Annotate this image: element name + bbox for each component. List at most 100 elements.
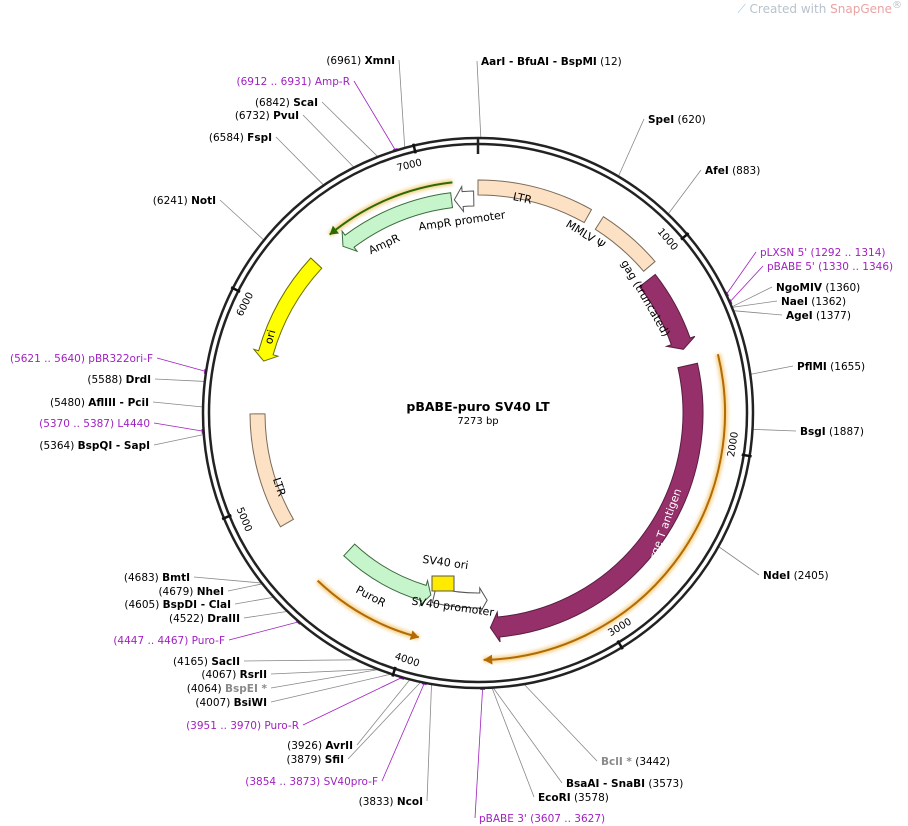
site-label-4[interactable]: pBABE 5' (1330 .. 1346)	[767, 261, 893, 273]
site-label-8[interactable]: PflMI (1655)	[797, 361, 865, 373]
plasmid-length: 7273 bp	[457, 416, 498, 427]
site-label-23[interactable]: (4165) SacII	[173, 656, 240, 668]
site-label-7[interactable]: AgeI (1377)	[786, 310, 851, 322]
site-line-13	[491, 687, 535, 798]
site-label-34[interactable]: (6241) NotI	[153, 195, 216, 207]
site-line-38	[353, 80, 397, 151]
site-label-18[interactable]: (3926) AvrII	[287, 740, 353, 752]
site-line-31	[152, 401, 204, 408]
site-label-9[interactable]: BsgI (1887)	[800, 426, 864, 438]
site-label-14[interactable]: pBABE 3' (3607 .. 3627)	[479, 813, 605, 825]
site-label-31[interactable]: (5480) AflIII - PciI	[50, 397, 149, 409]
orf-arcs	[315, 179, 728, 665]
site-label-2[interactable]: AfeI (883)	[705, 165, 760, 177]
feature-arrows	[249, 179, 704, 643]
site-label-35[interactable]: (6584) FspI	[209, 132, 272, 144]
site-label-1[interactable]: SpeI (620)	[648, 114, 706, 126]
tick-3000	[616, 639, 624, 650]
orf-puro-line	[316, 579, 420, 639]
site-label-32[interactable]: (5588) DrdI	[87, 374, 151, 386]
site-line-25	[243, 610, 288, 619]
feature-puror	[343, 543, 432, 608]
site-line-11	[523, 683, 598, 762]
site-label-20[interactable]: (4007) BsiWI	[195, 697, 267, 709]
watermark-brand: SnapGene	[830, 2, 892, 16]
site-labels: AarI - BfuAI - BspMI (12) SpeI (620) AfeI …	[10, 55, 893, 825]
feature-label-ltr5: LTR	[512, 190, 534, 207]
orf-ampr-head	[329, 225, 339, 235]
site-label-15[interactable]: (3833) NcoI	[359, 796, 423, 808]
feature-gag	[638, 273, 696, 350]
backbone-circle	[201, 136, 755, 690]
site-line-29	[153, 434, 204, 446]
site-line-24	[228, 621, 300, 641]
feature-label-amprprom: AmpR promoter	[418, 208, 507, 233]
site-line-23	[243, 659, 357, 662]
site-leader-lines	[152, 59, 797, 819]
site-line-30	[153, 422, 204, 432]
site-label-19[interactable]: (3951 .. 3970) Puro-R	[186, 720, 299, 732]
feature-ltr-5	[477, 179, 593, 224]
site-line-7	[733, 310, 783, 316]
site-line-9	[752, 428, 797, 432]
site-line-10	[718, 546, 760, 576]
site-label-27[interactable]: (4679) NheI	[158, 586, 224, 598]
site-label-0[interactable]: AarI - BfuAI - BspMI (12)	[481, 56, 622, 68]
site-label-30[interactable]: (5370 .. 5387) L4440	[39, 418, 150, 430]
site-line-15	[426, 684, 432, 802]
feature-label-sv40ori: SV40 ori	[422, 553, 470, 572]
site-line-36	[302, 114, 355, 168]
sv40-ori-box	[431, 575, 455, 592]
tick-label-7000: 7000	[396, 158, 423, 175]
site-line-22	[270, 668, 379, 675]
orf-ampr-line	[329, 181, 453, 236]
site-line-16	[381, 682, 425, 782]
tick-4000	[391, 666, 397, 677]
site-label-24[interactable]: (4447 .. 4467) Puro-F	[113, 635, 225, 647]
site-label-21[interactable]: (4064) BspEI *	[187, 683, 268, 695]
site-label-16[interactable]: (3854 .. 3873) SV40pro-F	[245, 776, 378, 788]
site-line-39	[398, 59, 406, 148]
site-line-21	[270, 669, 379, 689]
site-label-5[interactable]: NgoMIV (1360)	[776, 282, 860, 294]
feature-label-puror: PuroR	[354, 583, 389, 610]
site-label-37[interactable]: (6842) ScaI	[255, 97, 318, 109]
site-line-1	[617, 118, 645, 177]
tick-label-4000: 4000	[393, 651, 421, 669]
site-label-3[interactable]: pLXSN 5' (1292 .. 1314)	[760, 247, 885, 259]
site-line-14	[474, 687, 484, 819]
site-label-10[interactable]: NdeI (2405)	[763, 570, 829, 582]
site-label-11[interactable]: BclI * (3442)	[601, 756, 670, 768]
tick-1000	[680, 232, 690, 241]
watermark-reg: ®	[892, 0, 902, 11]
tick-6000	[230, 286, 241, 293]
site-label-17[interactable]: (3879) SfiI	[286, 754, 344, 766]
site-label-22[interactable]: (4067) RsrII	[201, 669, 267, 681]
site-line-19	[302, 676, 403, 726]
site-label-28[interactable]: (4683) BmtI	[124, 572, 190, 584]
site-line-2	[667, 169, 702, 215]
site-label-29[interactable]: (5364) BspQI - SapI	[39, 440, 150, 452]
tick-label-6000: 6000	[235, 291, 256, 319]
site-line-8	[750, 365, 794, 375]
orf-large-t-line	[483, 353, 726, 661]
orf-large-t-head	[483, 654, 493, 665]
tick-label-2000: 2000	[726, 431, 741, 458]
site-label-36[interactable]: (6732) PvuI	[235, 110, 299, 122]
site-label-33[interactable]: (5621 .. 5640) pBR322ori-F	[10, 353, 153, 365]
plasmid-name: pBABE-puro SV40 LT	[406, 399, 550, 414]
site-label-13[interactable]: EcoRI (3578)	[538, 792, 609, 804]
site-label-25[interactable]: (4522) DraIII	[169, 613, 240, 625]
site-label-38[interactable]: (6912 .. 6931) Amp-R	[237, 76, 351, 88]
orf-puro-head	[409, 630, 419, 640]
site-label-39[interactable]: (6961) XmnI	[326, 55, 395, 67]
watermark-text: Created with	[749, 2, 831, 16]
site-label-26[interactable]: (4605) BspDI - ClaI	[124, 599, 231, 611]
tick-7000	[412, 143, 417, 154]
site-line-4	[729, 265, 764, 303]
site-label-12[interactable]: BsaAI - SnaBI (3573)	[566, 778, 683, 790]
site-label-6[interactable]: NaeI (1362)	[781, 296, 846, 308]
feature-label-ltr3: LTR	[270, 476, 288, 498]
feature-ori	[252, 257, 323, 362]
